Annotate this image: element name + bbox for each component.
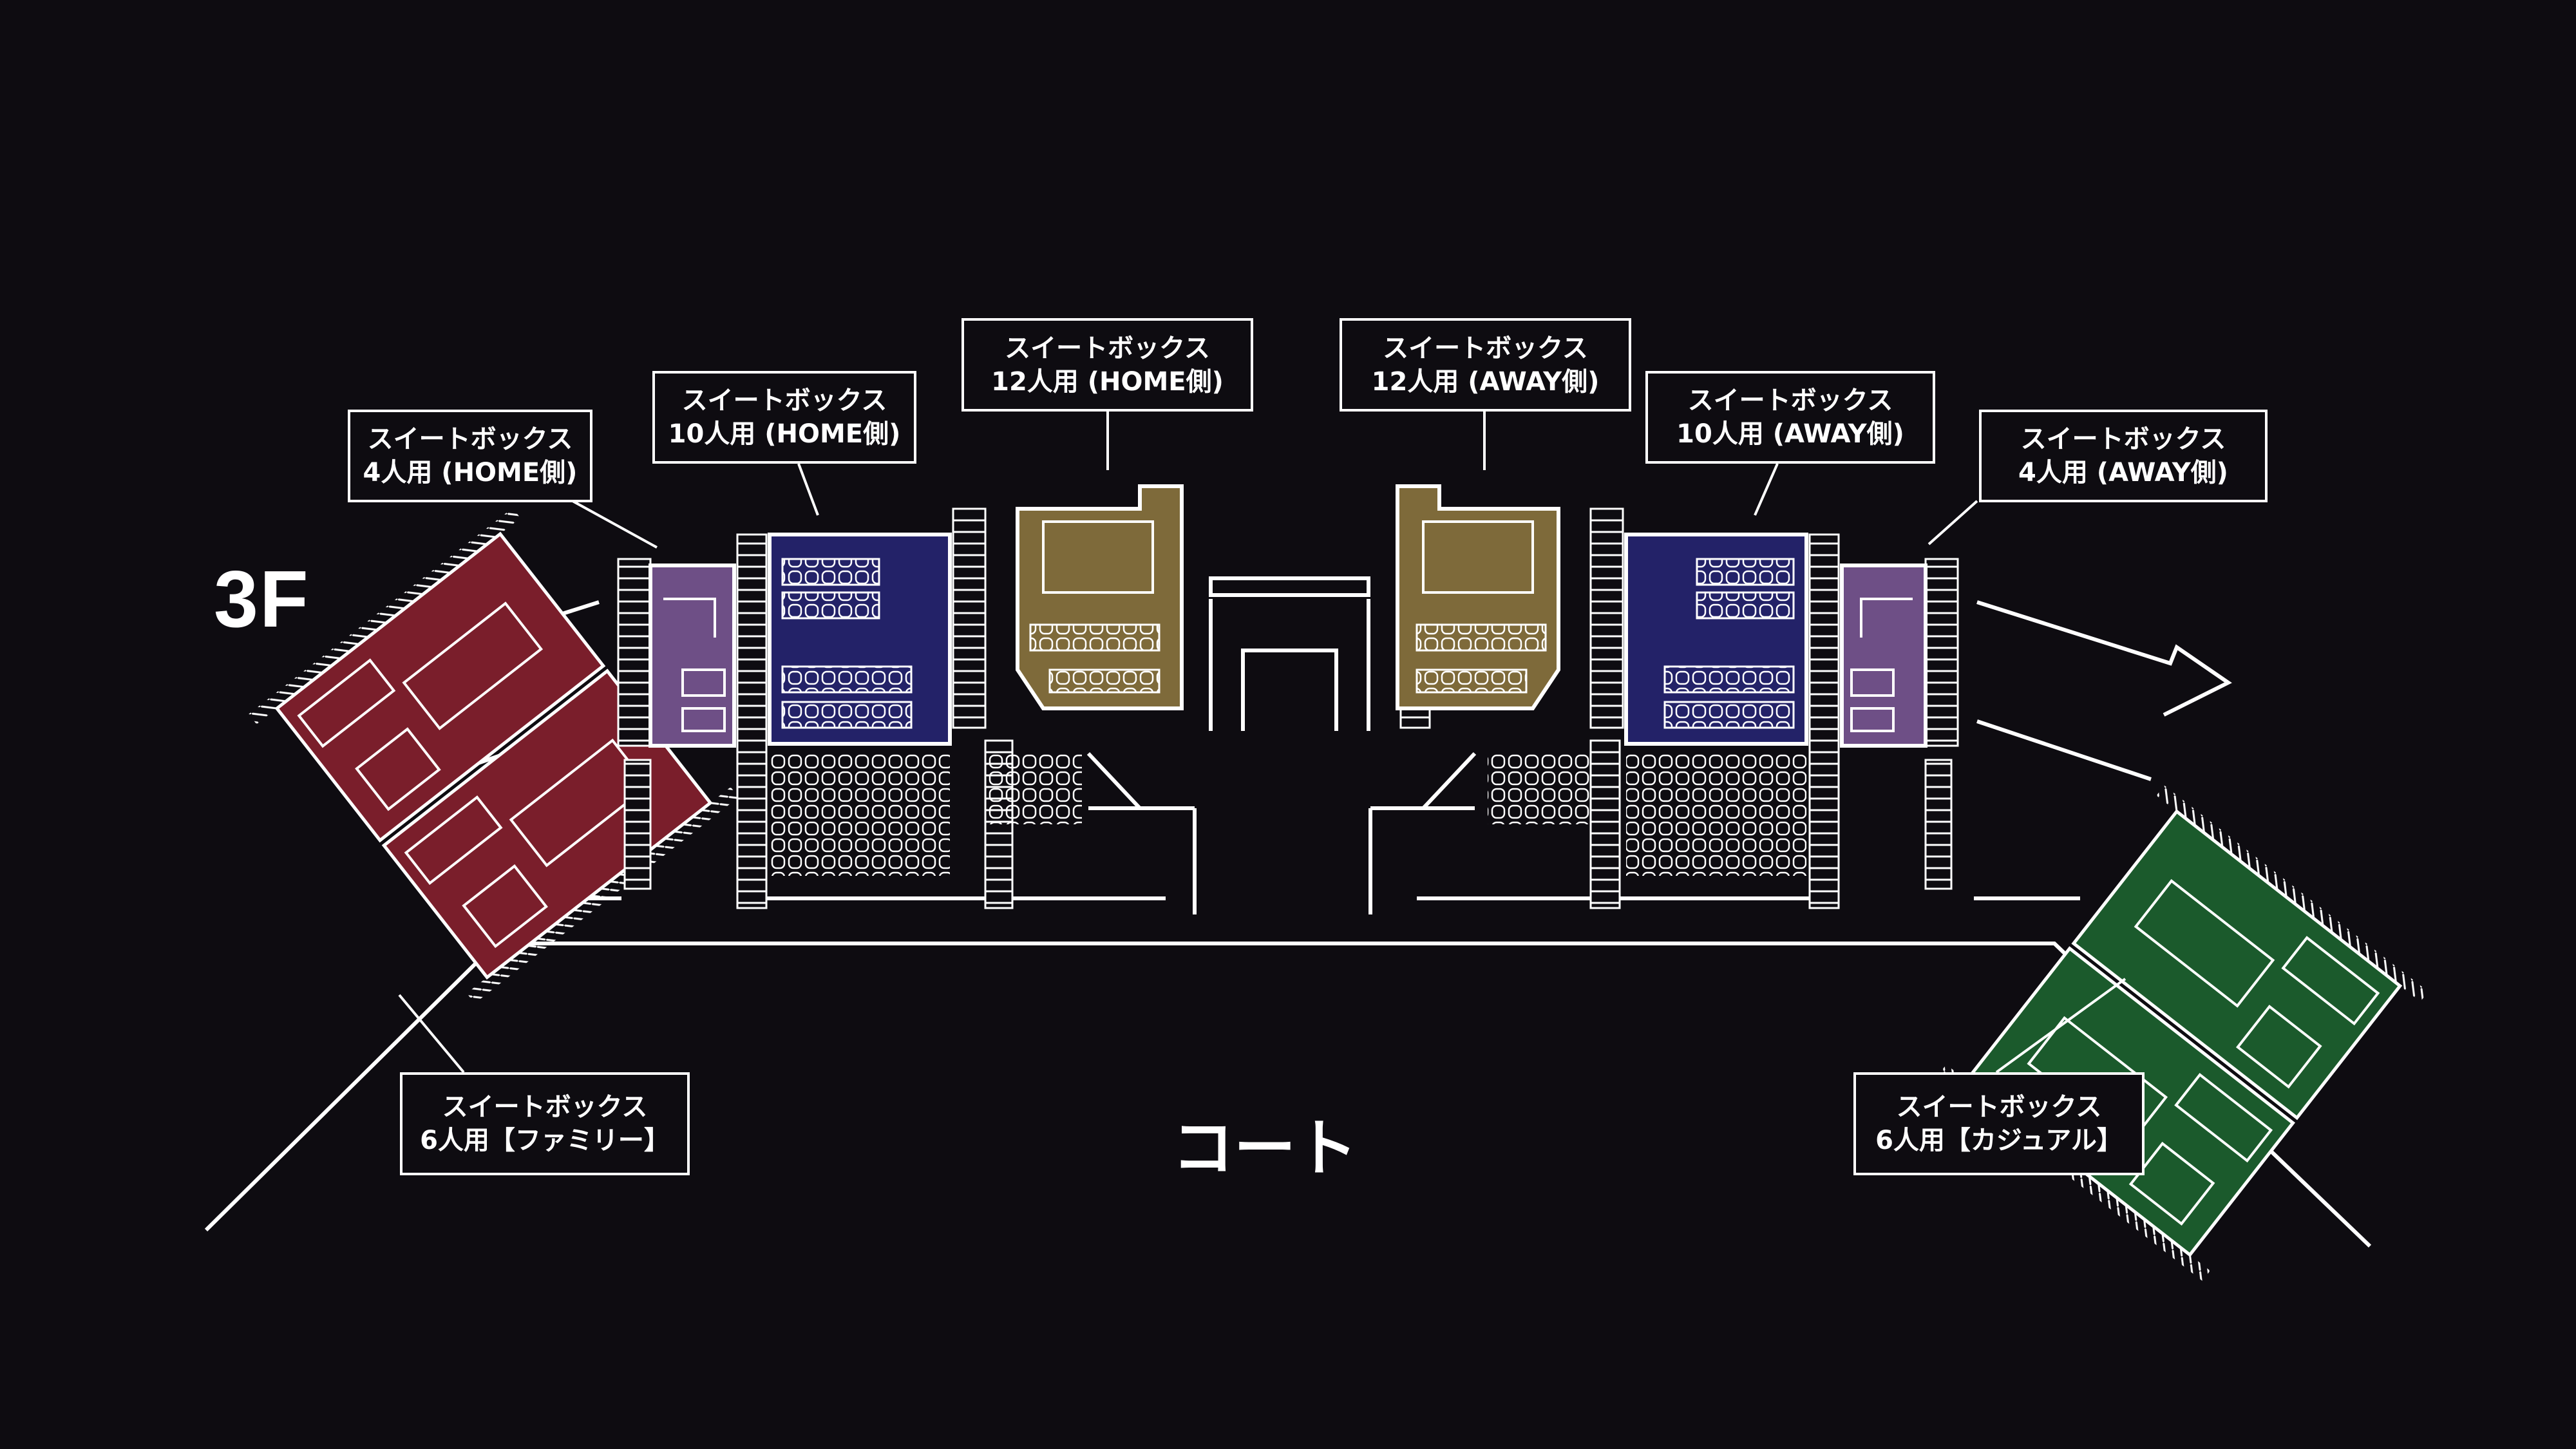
- label-capacity: 12人用 (AWAY側): [1371, 366, 1600, 397]
- label-title: スイートボックス: [442, 1092, 648, 1122]
- seating: [770, 753, 1806, 876]
- label-suite-10-home: スイートボックス 10人用 (HOME側): [652, 371, 916, 464]
- label-suite-6-family: スイートボックス 6人用【ファミリー】: [400, 1072, 690, 1175]
- suite-10-home: [768, 533, 952, 746]
- leader-lines: [398, 409, 2126, 1074]
- suite-12-away: [1396, 484, 1560, 710]
- label-suite-4-home: スイートボックス 4人用 (HOME側): [348, 410, 592, 502]
- suite-6-family: [249, 507, 739, 1004]
- label-suite-10-away: スイートボックス 10人用 (AWAY側): [1645, 371, 1935, 464]
- suite-10-away: [1624, 533, 1808, 746]
- label-capacity: 12人用 (HOME側): [991, 366, 1224, 397]
- label-capacity: 10人用 (AWAY側): [1676, 419, 1904, 449]
- label-title: スイートボックス: [367, 424, 573, 454]
- court-label: コート: [1172, 1112, 1358, 1184]
- label-title: スイートボックス: [1687, 386, 1893, 415]
- right-wing-corridor: [1976, 600, 2232, 781]
- suite-4-away: [1840, 564, 1927, 748]
- suite-6-casual: [1938, 785, 2429, 1281]
- label-title: スイートボックス: [1896, 1092, 2102, 1122]
- suite-4-home: [649, 564, 736, 748]
- floor-label: 3F: [214, 555, 310, 644]
- suite-12-home: [1016, 484, 1184, 710]
- label-title: スイートボックス: [2020, 424, 2226, 454]
- stairs: [617, 507, 1959, 909]
- label-capacity: 6人用【カジュアル】: [1875, 1126, 2123, 1155]
- label-capacity: 6人用【ファミリー】: [420, 1126, 670, 1155]
- label-title: スイートボックス: [1005, 333, 1210, 363]
- label-title: スイートボックス: [1383, 333, 1588, 363]
- label-suite-4-away: スイートボックス 4人用 (AWAY側): [1979, 410, 2268, 502]
- label-suite-6-casual: スイートボックス 6人用【カジュアル】: [1853, 1072, 2145, 1175]
- label-suite-12-home: スイートボックス 12人用 (HOME側): [961, 318, 1253, 412]
- label-suite-12-away: スイートボックス 12人用 (AWAY側): [1340, 318, 1631, 412]
- label-capacity: 10人用 (HOME側): [668, 419, 901, 449]
- label-title: スイートボックス: [681, 386, 887, 415]
- label-capacity: 4人用 (HOME側): [363, 458, 578, 488]
- label-capacity: 4人用 (AWAY側): [2018, 458, 2228, 488]
